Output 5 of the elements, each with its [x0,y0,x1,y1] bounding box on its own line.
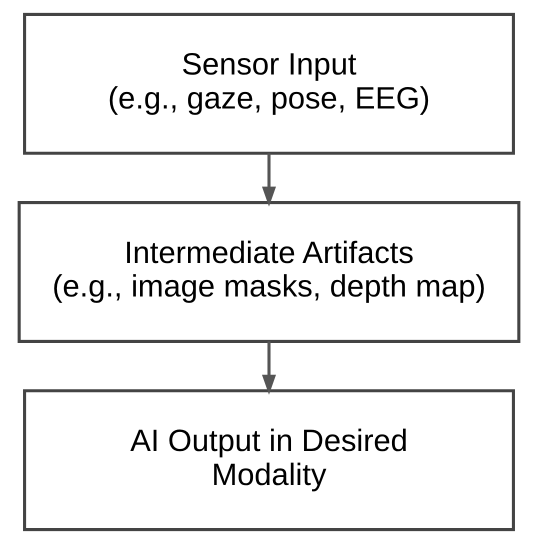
node-box: Intermediate Artifacts (e.g., image masks, depth map) [17,201,520,343]
node-box: AI Output in Desired Modality [22,389,514,532]
node-box: Sensor Input (e.g., gaze, pose, EEG) [22,12,514,155]
arrow [261,153,276,207]
arrow [261,341,276,395]
